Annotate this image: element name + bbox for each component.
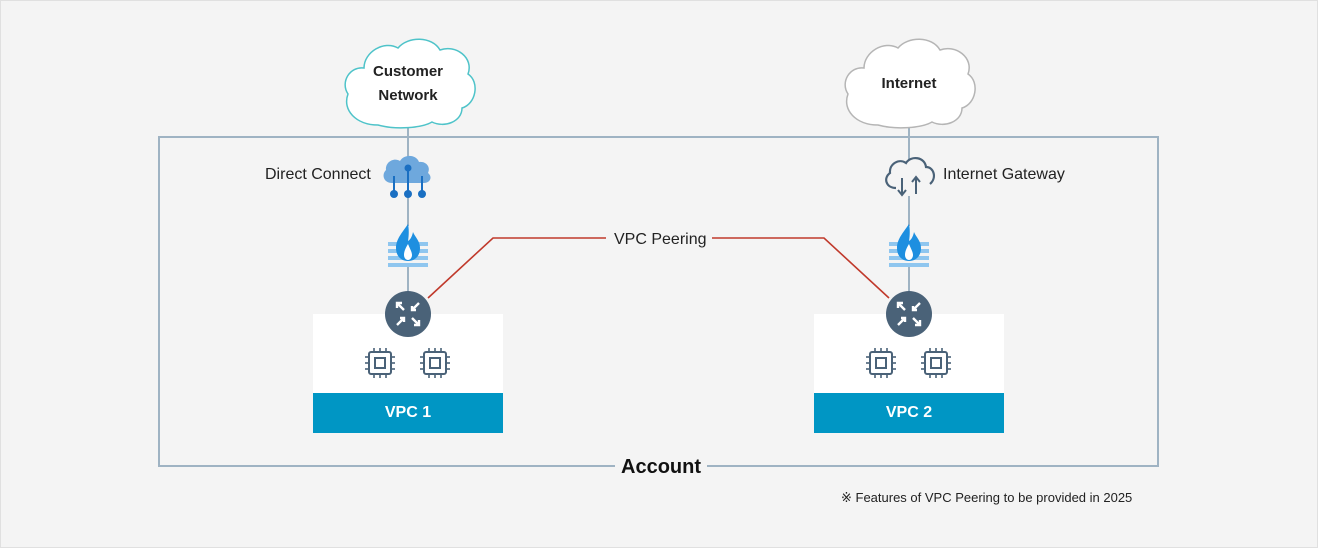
vpc-peering-line-left xyxy=(427,237,606,299)
firewall-icon xyxy=(388,224,428,267)
vpc-peering-label: VPC Peering xyxy=(614,231,707,248)
customer-network-line1: Customer xyxy=(372,63,443,80)
vpc-peering-line-right xyxy=(712,237,890,299)
internet-gateway-label: Internet Gateway xyxy=(943,166,1065,183)
customer-network-line2: Network xyxy=(378,87,438,104)
vpc-2-label: VPC 2 xyxy=(814,393,1004,433)
account-boundary xyxy=(158,136,1159,467)
vpc-1-label: VPC 1 xyxy=(313,393,503,433)
direct-connect-icon xyxy=(383,155,431,198)
footnote: ※ Features of VPC Peering to be provided… xyxy=(841,490,1133,505)
vpc-1-box: VPC 1 xyxy=(313,314,503,433)
customer-network-label: Customer Network xyxy=(343,60,473,108)
cloud-icon xyxy=(844,38,976,129)
account-label: Account xyxy=(615,456,707,479)
internet-label: Internet xyxy=(881,75,937,92)
internet-gateway-icon xyxy=(885,157,936,197)
firewall-icon xyxy=(889,224,929,267)
direct-connect-label: Direct Connect xyxy=(265,166,371,183)
vpc-2-box: VPC 2 xyxy=(814,314,1004,433)
cloud-icon xyxy=(344,38,476,129)
